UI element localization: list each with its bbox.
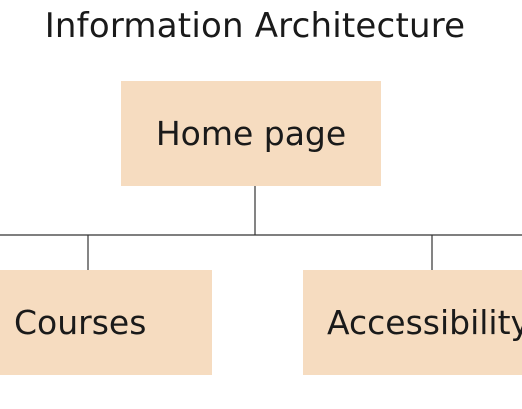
node-courses-label: Courses — [14, 303, 147, 342]
node-home-page: Home page — [121, 81, 381, 186]
node-courses: Courses — [0, 270, 212, 375]
node-accessibility-label: Accessibility — [327, 303, 522, 342]
diagram-title: Information Architecture — [44, 6, 466, 46]
node-accessibility: Accessibility — [303, 270, 522, 375]
node-home-page-label: Home page — [155, 114, 347, 153]
